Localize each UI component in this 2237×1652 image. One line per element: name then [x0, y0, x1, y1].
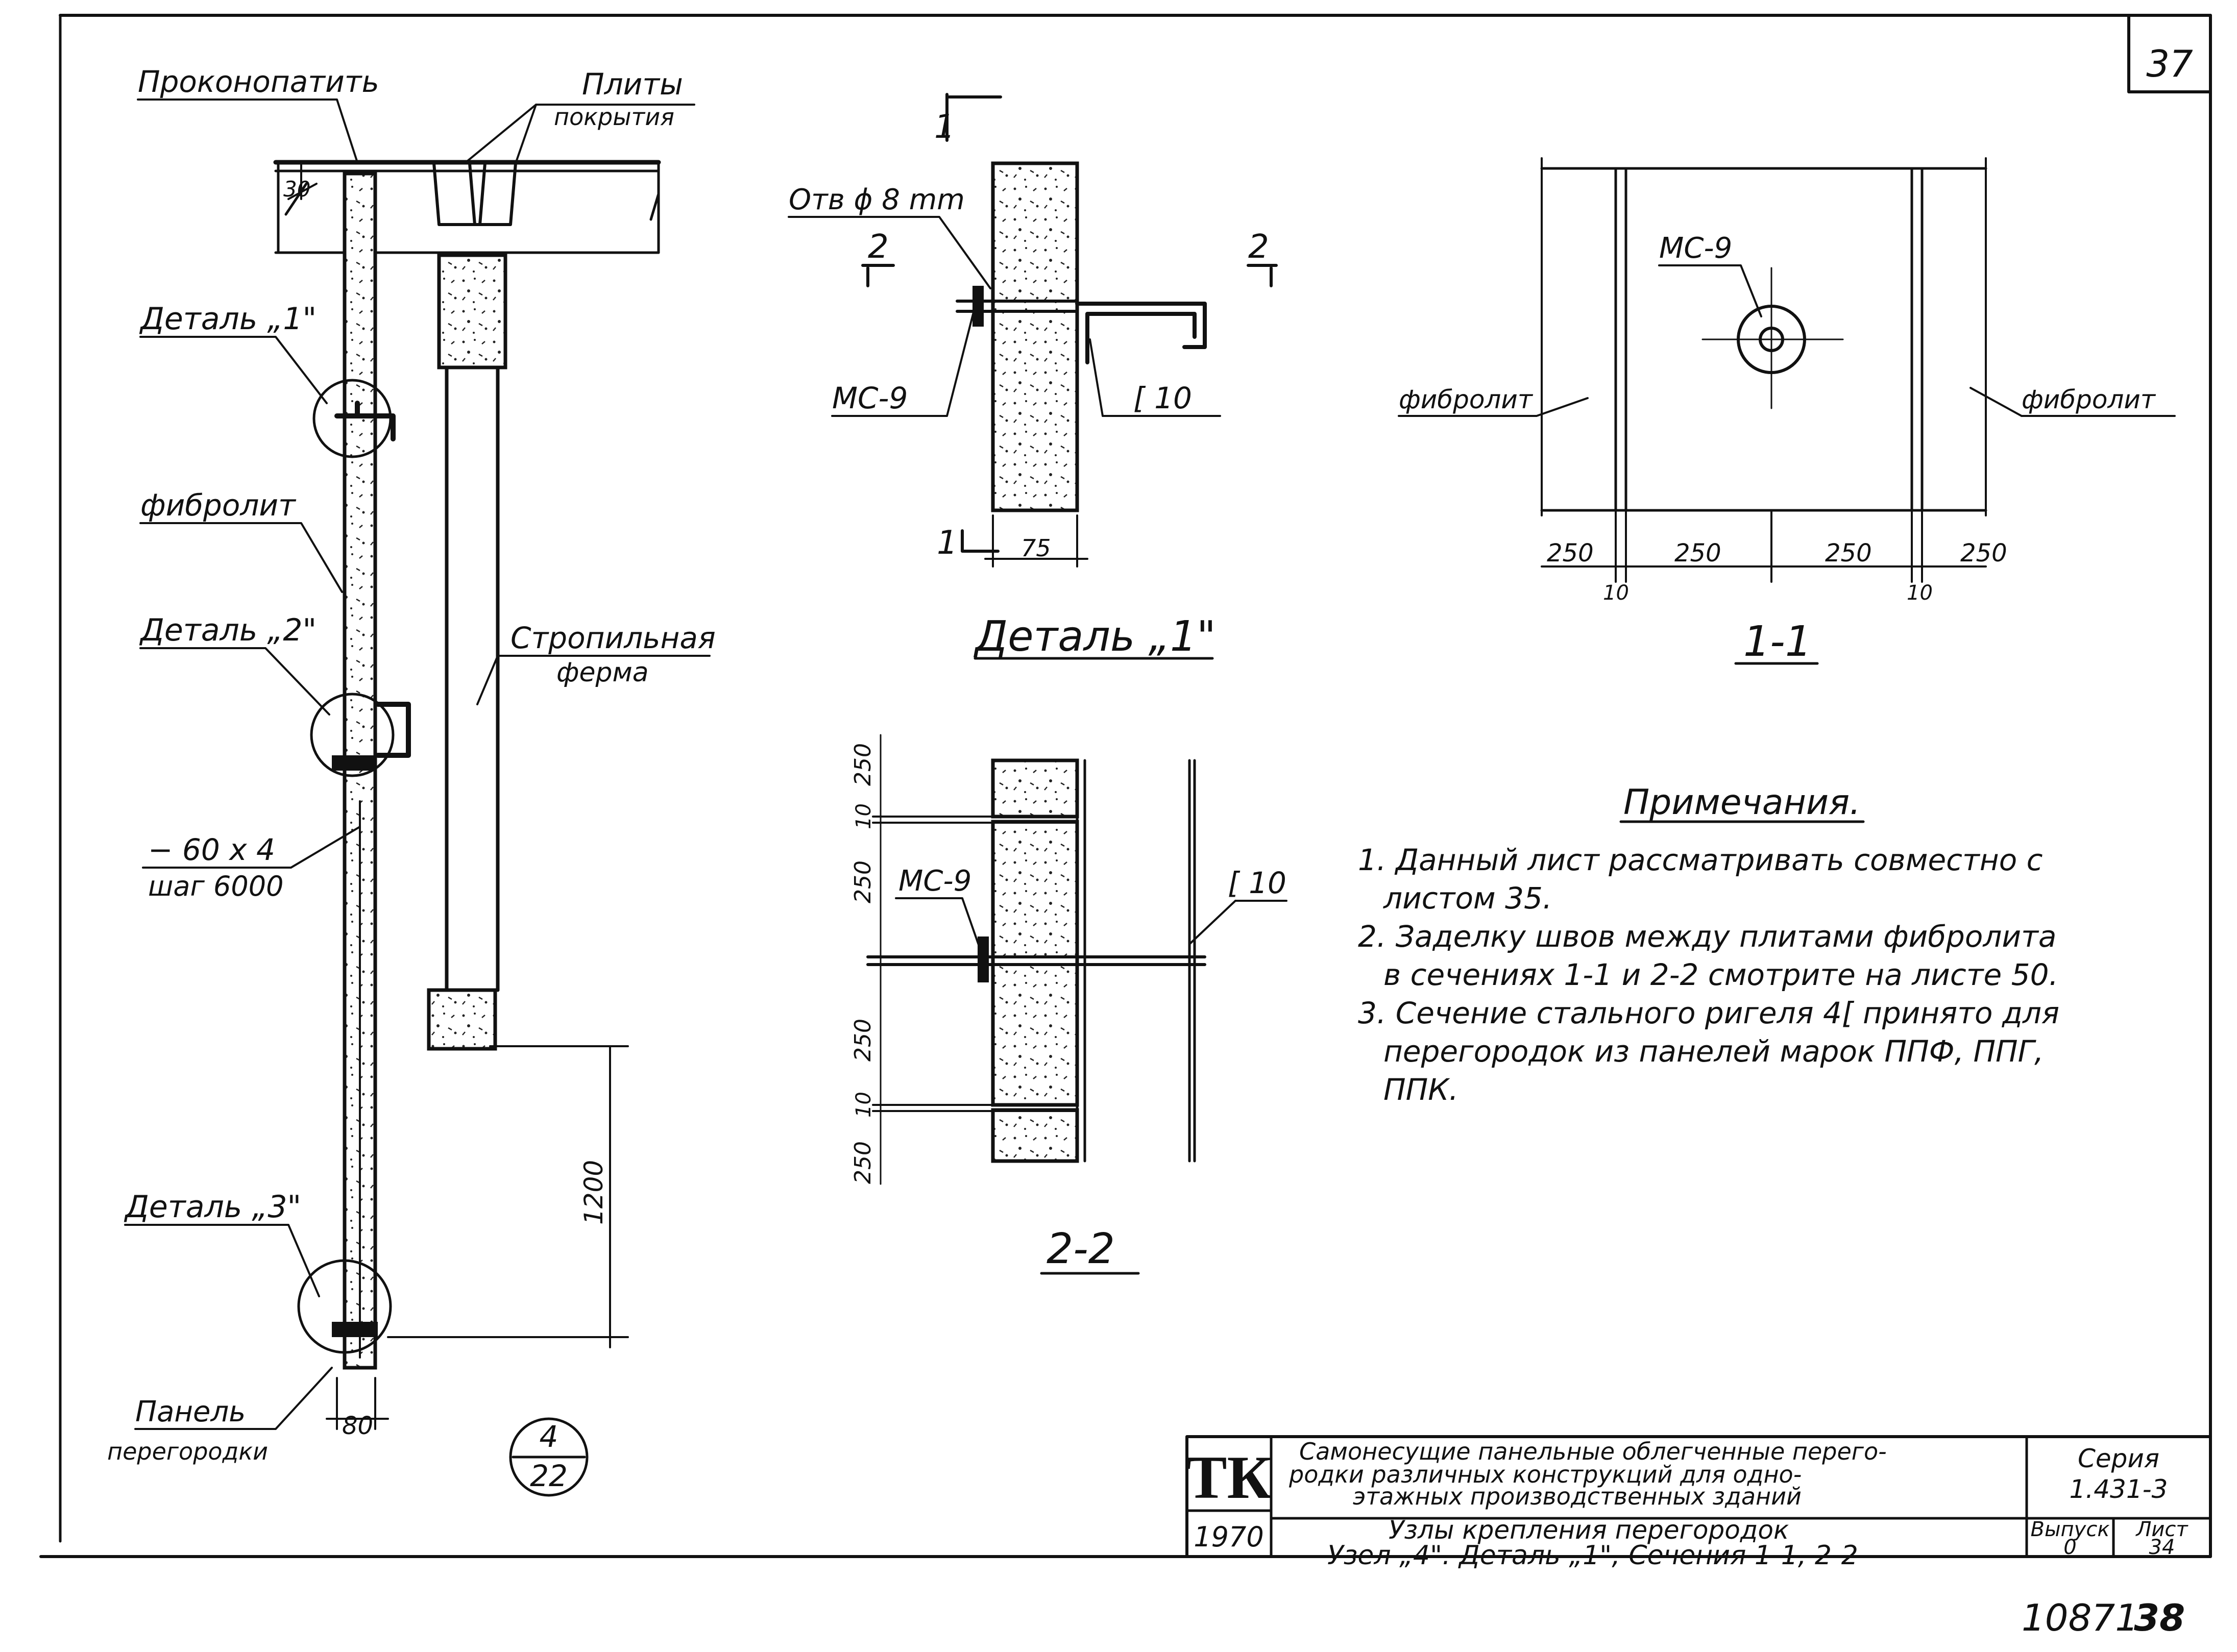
section-2-2-drawing	[866, 734, 1287, 1275]
detail1-label-mc9: МС-9	[832, 381, 908, 415]
notes-line-5: 3. Сечение стального ригеля 4[ принято д…	[1358, 996, 2059, 1030]
sheet-frame	[39, 14, 2212, 1558]
section11-dim-small-1: 10	[1603, 581, 1629, 605]
section11-dim-4: 250	[1960, 539, 2007, 568]
section22-label-channel: [ 10	[1228, 866, 1286, 900]
detail1-label-hole: Отв ϕ 8 mm	[789, 183, 965, 216]
sheet-label: Лист	[2135, 1518, 2189, 1541]
notes-line-2: листом 35.	[1383, 881, 1552, 916]
section22-dim-5: 10	[852, 1092, 876, 1118]
label-caulk: Проконопатить	[138, 64, 379, 99]
detail1-label-channel: [ 10	[1133, 381, 1192, 415]
label-strip-2: шаг 6000	[148, 870, 283, 902]
label-detail-3: Деталь „3"	[124, 1189, 301, 1225]
issue-label: Выпуск	[2031, 1518, 2110, 1541]
title-block-subtitle-1: Узлы крепления перегородок	[1389, 1515, 1789, 1545]
section22-title: 2-2	[1047, 1225, 1115, 1273]
label-panel-2: перегородки	[107, 1438, 268, 1465]
section-1-1-drawing	[1398, 157, 2176, 665]
section22-dim-3: 250	[850, 860, 876, 903]
label-fibrolite: фибролит	[140, 488, 297, 523]
section11-fibrolite-left: фибролит	[1399, 385, 1534, 414]
detail1-cut-right: 2	[1248, 228, 1269, 266]
title-block	[1185, 1435, 2212, 1558]
issue-value: 0	[2063, 1536, 2076, 1559]
title-block-title-1: Самонесущие панельные облегченные перего…	[1299, 1438, 1887, 1465]
label-detail-2: Деталь „2"	[139, 612, 317, 648]
title-block-logo: ТК	[1186, 1443, 1271, 1511]
title-block-title-2: родки различных конструкций для одно-	[1288, 1461, 1802, 1488]
left-section	[124, 98, 711, 1497]
inventory-page: 38	[2134, 1596, 2185, 1639]
node-ref-top: 4	[540, 1419, 558, 1454]
notes-line-1: 1. Данный лист рассматривать совместно с	[1358, 843, 2043, 877]
node-ref-bottom: 22	[530, 1459, 568, 1493]
section11-label-mc9: МС-9	[1659, 232, 1732, 265]
label-slabs-2: покрытия	[554, 103, 674, 131]
detail-1-drawing	[788, 93, 1278, 660]
series-label: Серия	[2078, 1444, 2159, 1473]
section22-dim-4: 250	[850, 1019, 876, 1062]
section22-dim-1: 250	[850, 743, 876, 786]
detail1-mark-top: 1	[934, 108, 955, 146]
title-block-subtitle-2: Узел „4". Деталь „1", Сечения 1-1, 2-2	[1327, 1540, 1858, 1571]
series-value: 1.431-3	[2070, 1474, 2168, 1504]
notes-line-3: 2. Заделку швов между плитами фибролита	[1358, 919, 2056, 954]
detail1-dim-75: 75	[1021, 534, 1051, 562]
section11-fibrolite-right: фибролит	[2022, 385, 2156, 414]
section11-dim-1: 250	[1547, 539, 1594, 568]
sheet-number: 37	[2146, 42, 2193, 85]
section22-label-mc9: МС-9	[898, 865, 971, 898]
title-block-title-3: этажных производственных зданий	[1353, 1483, 1802, 1510]
detail1-title: Деталь „1"	[974, 612, 1216, 661]
title-block-year: 1970	[1194, 1521, 1263, 1553]
label-truss: Стропильная	[510, 621, 716, 655]
notes-line-7: ППК.	[1383, 1072, 1458, 1107]
notes-line-4: в сечениях 1-1 и 2-2 смотрите на листе 5…	[1383, 957, 2058, 992]
section11-dim-3: 250	[1825, 539, 1872, 568]
notes-heading: Примечания.	[1623, 782, 1861, 823]
detail1-cut-left: 2	[868, 228, 889, 266]
section11-dim-2: 250	[1674, 539, 1721, 568]
label-slabs: Плиты	[582, 67, 683, 102]
label-panel: Панель	[135, 1395, 246, 1428]
label-dim-80: 80	[342, 1412, 373, 1440]
section22-dim-2: 10	[852, 803, 876, 829]
detail1-mark-bottom: 1	[937, 524, 958, 562]
label-strip: − 60 x 4	[148, 832, 275, 867]
section22-dim-6: 250	[850, 1141, 876, 1184]
notes-line-6: перегородок из панелей марок ППФ, ППГ,	[1383, 1034, 2044, 1069]
inventory-number: 10871	[2022, 1596, 2138, 1639]
sheet-value: 34	[2149, 1536, 2175, 1559]
label-dim-1200: 1200	[579, 1160, 609, 1225]
label-truss-2: ферма	[556, 657, 649, 688]
section11-dim-small-2: 10	[1907, 581, 1933, 605]
label-dim-30: 30	[283, 177, 310, 202]
label-detail-1: Деталь „1"	[139, 301, 317, 337]
section11-title: 1-1	[1743, 618, 1812, 666]
